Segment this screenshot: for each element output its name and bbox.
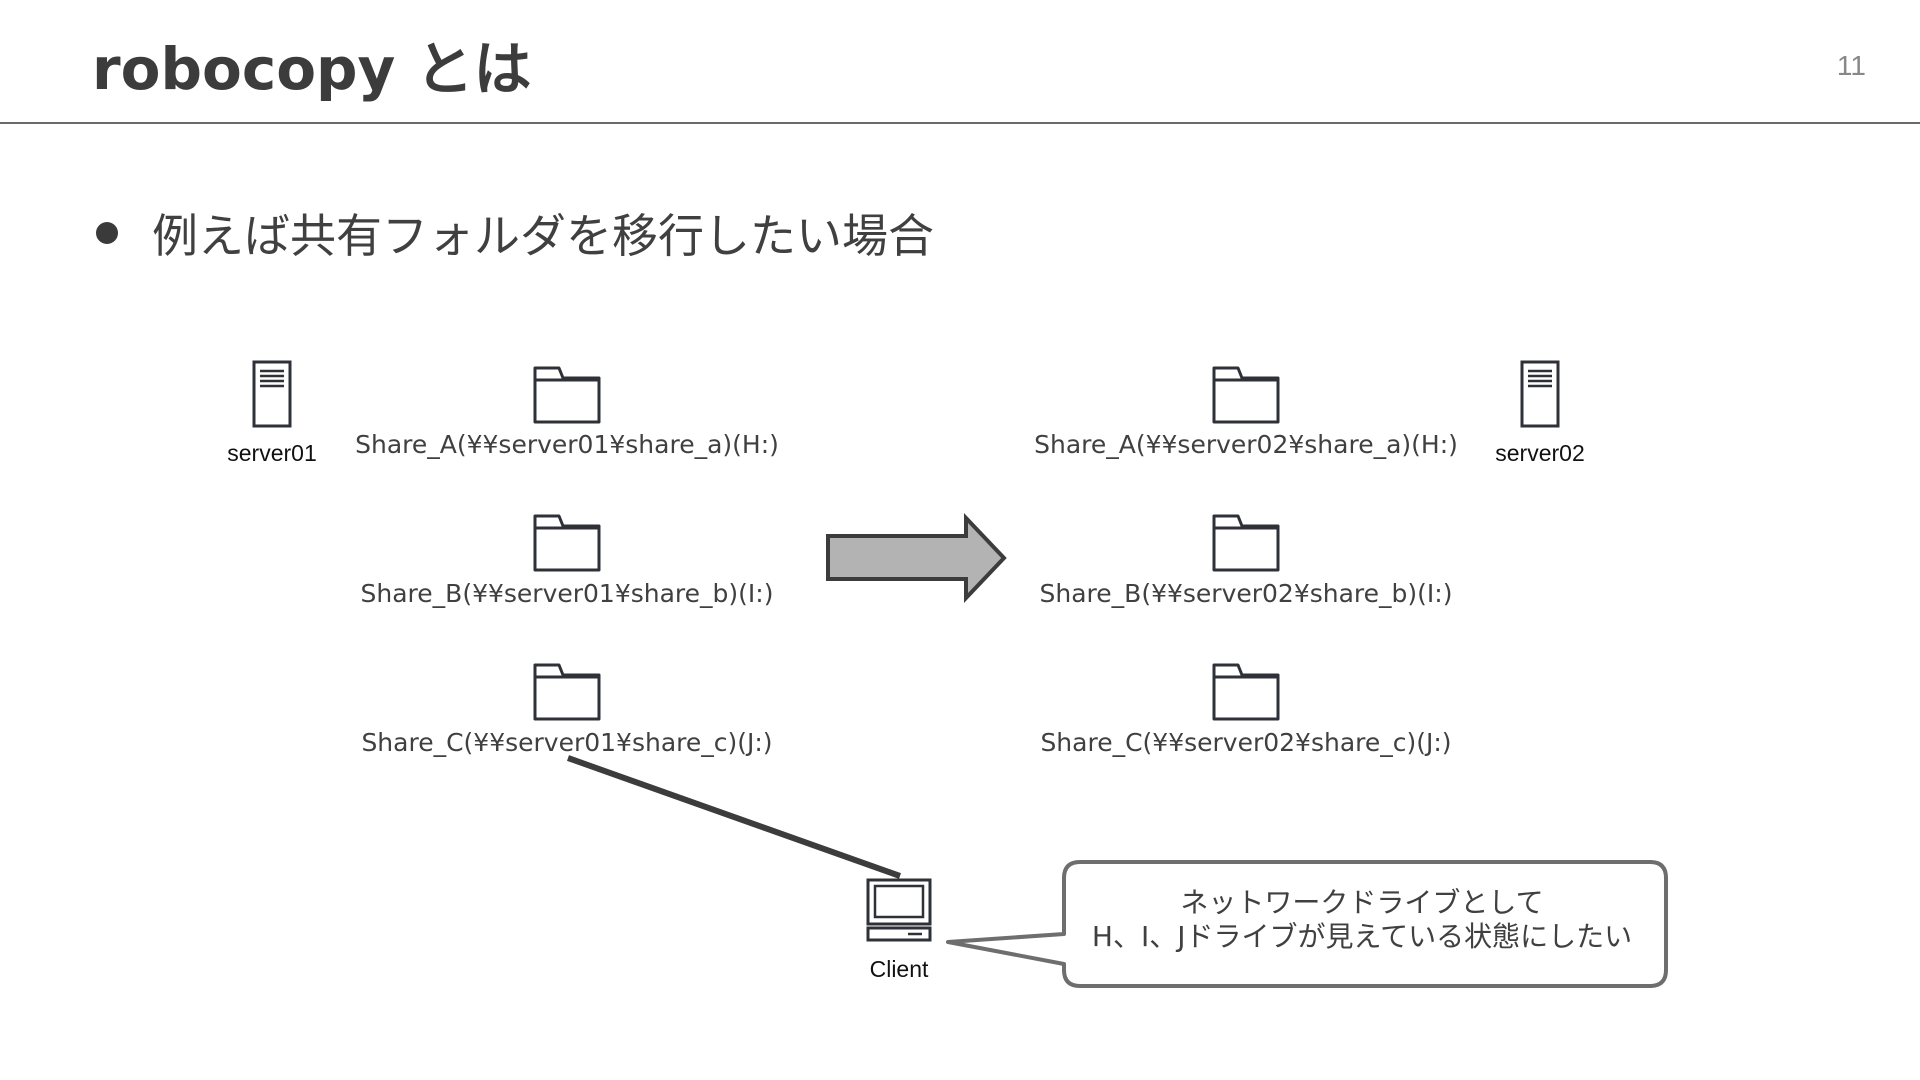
folder-icon (1212, 366, 1280, 424)
source-share-b-label: Share_B(¥¥server01¥share_b)(I:) (360, 579, 774, 608)
callout-bubble (946, 860, 1668, 988)
page-number: 11 (1836, 50, 1866, 81)
slide-title: robocopy とは (92, 35, 532, 103)
callout-line-1: ネットワークドライブとして (1180, 886, 1544, 919)
callout-line-2: H、I、Jドライブが見えている状態にしたい (1091, 920, 1633, 953)
bullet-text: 例えば共有フォルダを移行したい場合 (152, 209, 934, 263)
title-divider (0, 122, 1920, 124)
server02-label: server02 (1495, 440, 1585, 466)
client-connector-line (566, 755, 902, 879)
folder-icon (1212, 514, 1280, 572)
folder-icon (533, 514, 601, 572)
server02-icon (1520, 360, 1560, 428)
dest-share-a-label: Share_A(¥¥server02¥share_a)(H:) (1034, 430, 1458, 459)
computer-icon (866, 878, 932, 942)
callout-text: ネットワークドライブとして H、I、Jドライブが見えている状態にしたい (1062, 886, 1662, 954)
folder-icon (533, 663, 601, 721)
client-label: Client (869, 956, 929, 982)
bullet-icon (96, 222, 118, 244)
dest-share-b-label: Share_B(¥¥server02¥share_b)(I:) (1039, 579, 1453, 608)
dest-share-c-label: Share_C(¥¥server02¥share_c)(J:) (1040, 728, 1452, 757)
folder-icon (533, 366, 601, 424)
right-arrow-icon (826, 512, 1007, 604)
source-share-a-label: Share_A(¥¥server01¥share_a)(H:) (355, 430, 779, 459)
folder-icon (1212, 663, 1280, 721)
server01-label: server01 (227, 440, 317, 466)
server01-icon (252, 360, 292, 428)
source-share-c-label: Share_C(¥¥server01¥share_c)(J:) (361, 728, 773, 757)
